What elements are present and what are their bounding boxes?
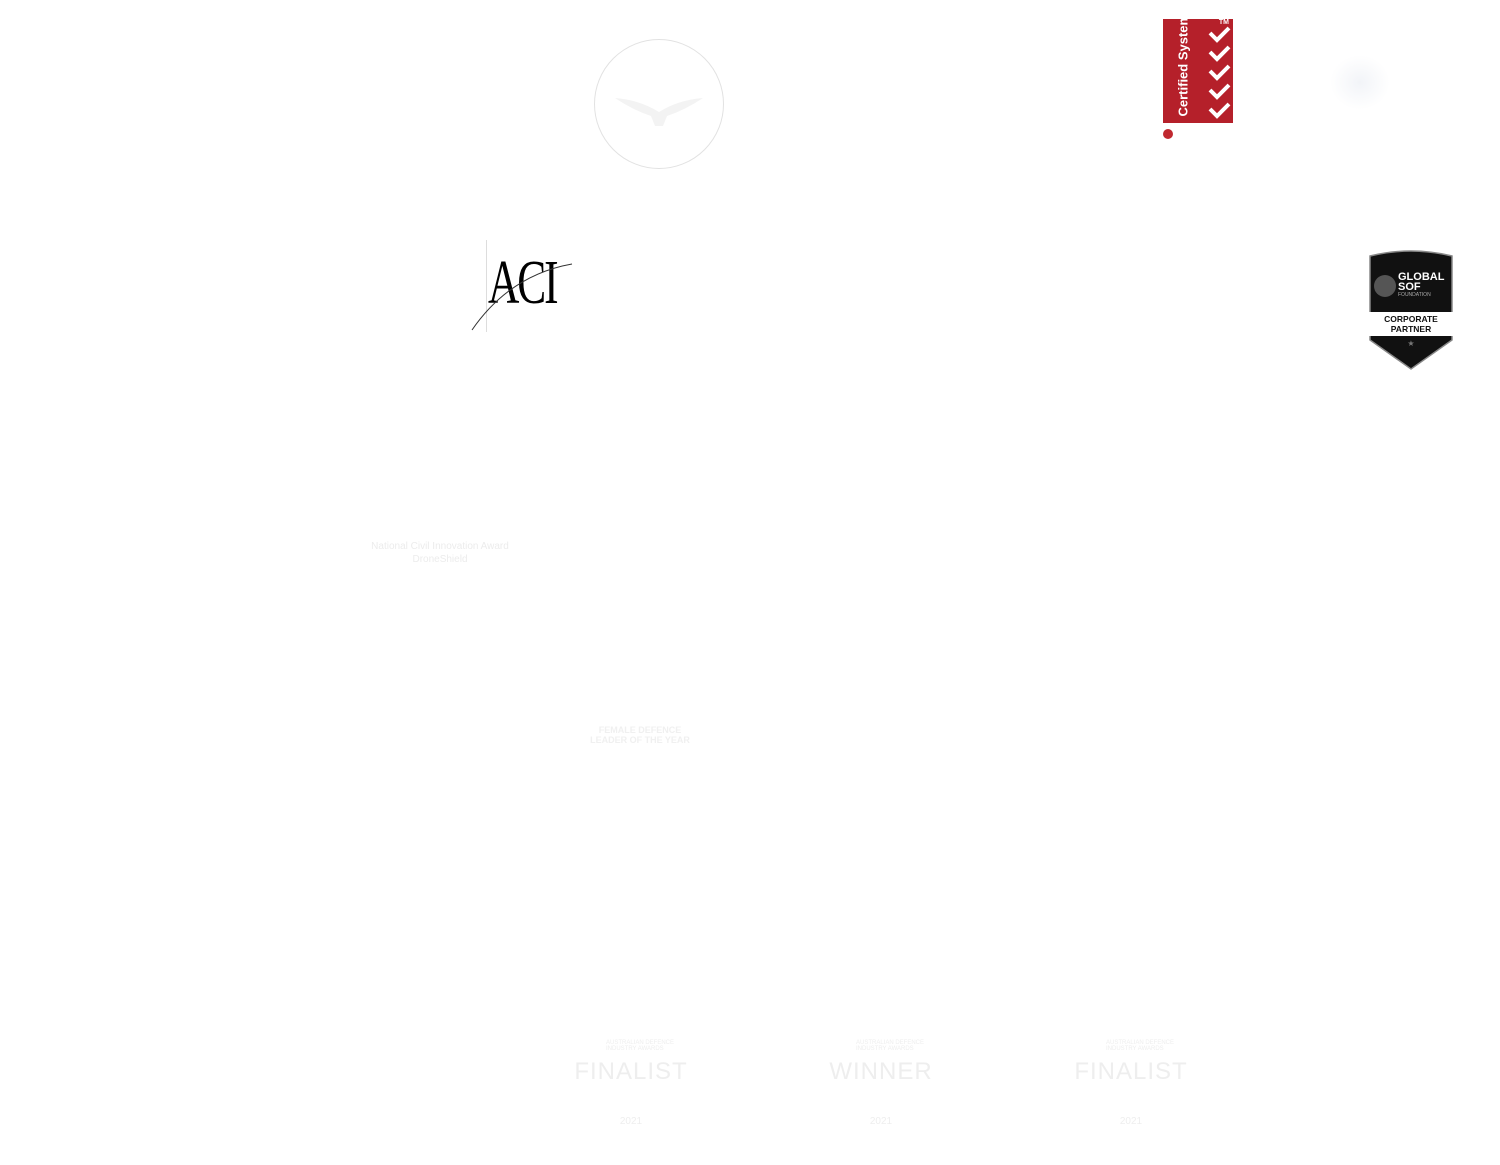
award-status: FINALIST [574,1058,688,1085]
eagle-logo [594,39,724,169]
global-sof-badge: ★ GLOBAL SOF FOUNDATION CORPORATE PARTNE… [1368,250,1454,370]
globe-icon [1163,129,1173,139]
award-year: 2021 [869,1116,893,1127]
sof-title: GLOBAL SOF [1398,271,1445,293]
award-badge: AUSTRALIAN DEFENCE INDUSTRY AWARDS FINAL… [1066,1040,1196,1127]
award-badge: AUSTRALIAN DEFENCE INDUSTRY AWARDS WINNE… [816,1040,946,1127]
award-year: 2021 [1119,1116,1143,1127]
eagle-icon [615,98,703,126]
female-award-caption: FEMALE DEFENCE LEADER OF THE YEAR [575,725,705,745]
award-status: FINALIST [1074,1058,1188,1085]
checkmarks-icon [1208,26,1231,119]
divider [486,240,487,332]
shield-icon: ★ [1369,250,1453,370]
swoosh-icon [471,263,573,331]
award-status: WINNER [829,1058,933,1085]
civil-award-caption: National Civil Innovation Award DroneShi… [340,541,540,565]
female-award-line1: FEMALE DEFENCE [598,725,682,735]
female-award-line2: LEADER OF THE YEAR [590,735,690,745]
faint-partner-logo [1330,55,1390,110]
award-org: AUSTRALIAN DEFENCE INDUSTRY AWARDS [606,1040,675,1052]
aci-logo-text: ACI [488,249,559,317]
award-org: AUSTRALIAN DEFENCE INDUSTRY AWARDS [856,1040,925,1052]
award-org: AUSTRALIAN DEFENCE INDUSTRY AWARDS [1106,1040,1175,1052]
civil-award-company: DroneShield [412,554,468,565]
corporate-partner-label: CORPORATE PARTNER [1368,312,1454,336]
trademark-mark: TM [1218,19,1229,26]
award-badge: AUSTRALIAN DEFENCE INDUSTRY AWARDS FINAL… [566,1040,696,1127]
certified-system-label: Certified System [1175,13,1191,117]
certified-system-logo: TM Certified System [1163,13,1233,123]
svg-text:★: ★ [1407,339,1414,348]
sof-subtitle: FOUNDATION [1398,292,1431,298]
civil-award-title: National Civil Innovation Award [371,541,509,552]
aci-logo: ACI [470,240,575,332]
award-year: 2021 [619,1116,643,1127]
